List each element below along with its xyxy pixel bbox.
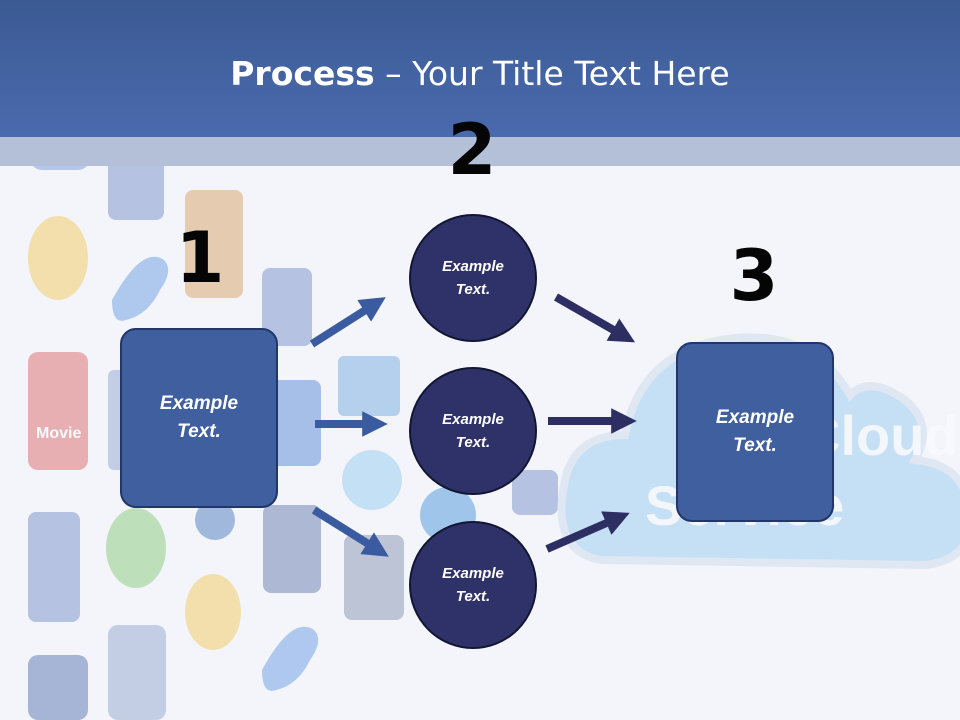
user-contact-icon [263,505,321,593]
circle-node-3: Example Text. [409,521,537,649]
like-thumb-icon [512,470,558,515]
speech-bubble-blue-icon [342,450,402,510]
circle-1-line-1: Example [442,258,504,275]
circle-3-line-1: Example [442,565,504,582]
circle-3-line-2: Text. [455,588,491,605]
right-process-box: Example Text. [676,342,834,522]
speech-bubble-yellow-icon [185,574,241,650]
document-icon [185,190,243,298]
header-bar [0,0,960,137]
right-box-line-2: Text. [733,435,777,456]
bird-icon [262,626,319,691]
left-box-text: Example Text. [160,390,238,446]
ring-icon [195,500,235,540]
film-play-icon [344,535,404,620]
speech-bubble-green-icon [106,508,166,588]
like-thumb-icon [262,268,312,346]
contact-icon [28,655,88,720]
title-bold: Process [230,54,375,93]
movie-label: Movie [36,425,81,442]
step-number-3: 3 [729,235,779,317]
slide-title: Process – Your Title Text Here [0,52,960,96]
photo-icon [338,356,400,416]
circle-1-line-2: Text. [455,281,491,298]
circle-2-line-1: Example [442,411,504,428]
email-icon [265,380,321,466]
title-rest: – Your Title Text Here [374,54,730,93]
speech-bubble-icon [28,216,88,300]
step-number-1: 1 [175,217,225,299]
step-number-2: 2 [447,109,497,191]
left-box-line-1: Example [159,393,239,414]
circle-2-line-2: Text. [455,434,491,451]
right-box-line-1: Example [715,407,795,428]
header-band [0,137,960,166]
left-process-box: Example Text. [120,328,278,508]
movie-icon [28,352,88,470]
left-box-line-2: Text. [177,421,221,442]
download-icon [108,625,166,720]
like-thumb-icon [28,512,80,622]
bird-icon [112,256,169,321]
circle-node-1: Example Text. [409,214,537,342]
circle-node-2: Example Text. [409,367,537,495]
